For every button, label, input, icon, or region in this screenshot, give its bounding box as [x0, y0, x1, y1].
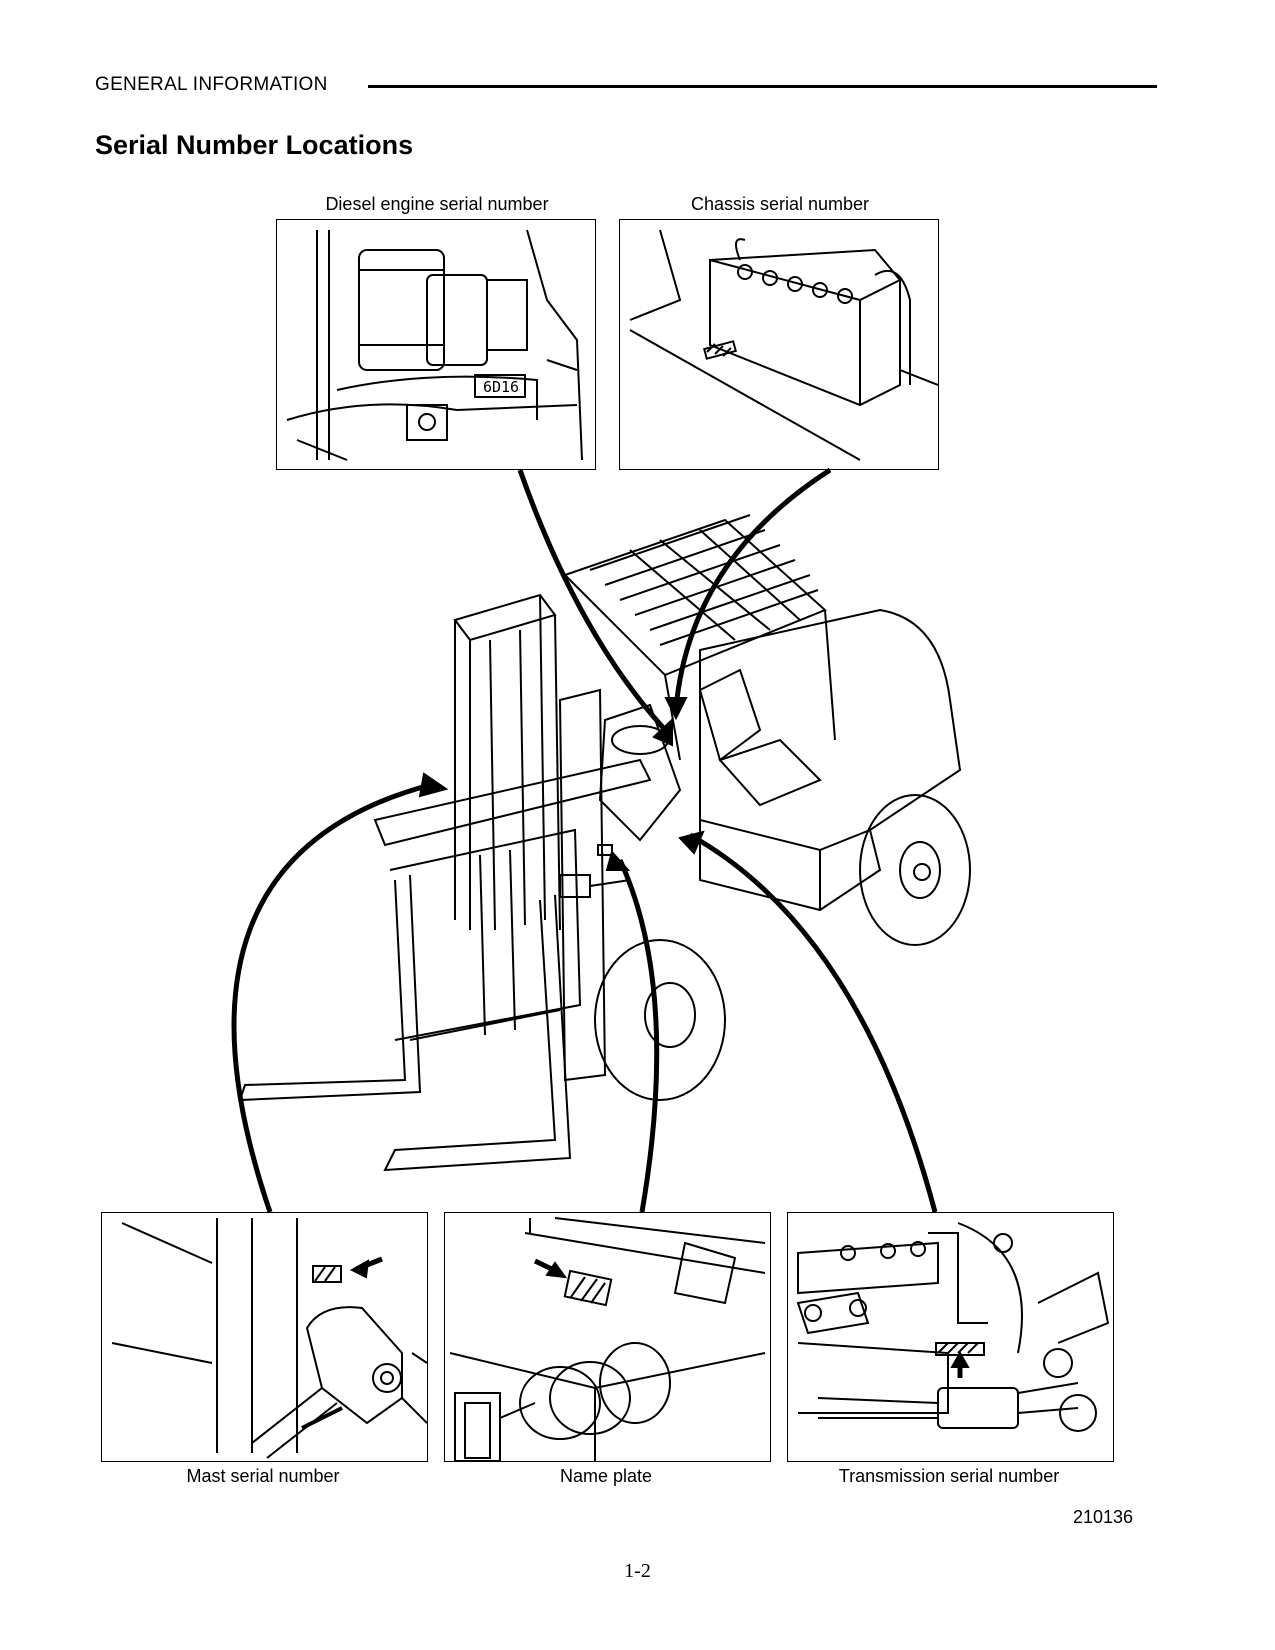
engine-stamp-label: 6D16 — [482, 378, 520, 396]
header-rule — [368, 85, 1157, 88]
figure-number: 210136 — [1073, 1507, 1134, 1527]
transmission-caption: Transmission serial number — [838, 1466, 1060, 1486]
page-number: 1-2 — [624, 1560, 651, 1582]
chassis-caption: Chassis serial number — [690, 194, 870, 214]
section-header: GENERAL INFORMATION — [95, 74, 328, 95]
name-plate-illustration — [449, 1217, 766, 1461]
mast-panel — [101, 1212, 428, 1462]
mast-caption: Mast serial number — [186, 1466, 340, 1486]
diesel-engine-panel: 6D16 — [276, 219, 596, 470]
name-plate-panel — [444, 1212, 771, 1462]
transmission-panel — [787, 1212, 1114, 1462]
mast-illustration — [111, 1218, 427, 1459]
page-title: Serial Number Locations — [95, 130, 414, 160]
transmission-illustration — [796, 1222, 1110, 1432]
chassis-panel — [619, 219, 939, 470]
diesel-engine-caption: Diesel engine serial number — [325, 194, 549, 214]
chassis-illustration — [629, 229, 938, 461]
diesel-engine-illustration — [286, 229, 583, 461]
name-plate-caption: Name plate — [559, 1466, 653, 1486]
